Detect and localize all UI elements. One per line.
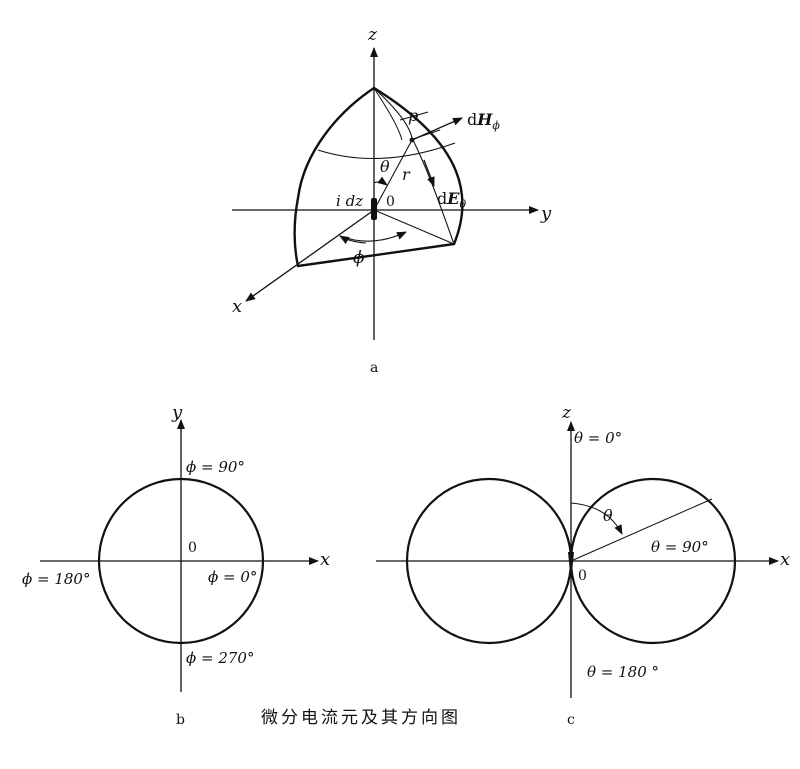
theta-label-c: θ — [603, 506, 613, 525]
theta-90-label: θ = 90° — [651, 538, 709, 556]
theta-arc-a — [373, 176, 388, 186]
p-label: p — [408, 106, 418, 125]
panel-b: y x 0 ϕ = 90° ϕ = 180° ϕ = 0° ϕ = 270° b — [22, 402, 330, 728]
dH-H: H — [476, 110, 493, 129]
pattern-circle-b — [97, 477, 265, 645]
radius-line — [373, 139, 413, 211]
phi-arc-a-start — [339, 235, 367, 245]
dH-label: dHϕ — [467, 110, 500, 132]
axis-y-label-b: y — [171, 402, 183, 423]
theta-0-label: θ = 0° — [574, 429, 622, 447]
meridian-inner — [373, 87, 403, 141]
panel-a: z y x p dHϕ θ r i dz 0 dEθ ϕ a — [232, 25, 552, 376]
phi-label-a: ϕ — [353, 248, 365, 268]
dE-label: dEθ — [437, 189, 466, 211]
phi-plane-line — [373, 209, 455, 245]
latitude-arc — [317, 142, 456, 160]
caption-a: a — [370, 360, 378, 376]
dH-d: d — [467, 110, 477, 129]
origin-label-c: 0 — [578, 568, 587, 584]
caption-b: b — [176, 712, 185, 728]
dE-arrow — [423, 159, 435, 187]
theta-180-label: θ = 180 ° — [587, 663, 659, 681]
phi-180-label: ϕ = 180° — [22, 570, 90, 588]
sphere-patch-outline — [293, 86, 464, 268]
axis-x-label-c: x — [780, 549, 790, 570]
phi-270-label: ϕ = 270° — [186, 649, 254, 667]
theta-ray-c — [570, 498, 713, 562]
dE-E: E — [446, 189, 460, 208]
phi-90-label: ϕ = 90° — [186, 458, 245, 476]
theta-arc-c — [570, 502, 623, 535]
axis-x-label-a: x — [232, 296, 242, 317]
dE-d: d — [437, 189, 447, 208]
origin-label-a: 0 — [386, 194, 395, 210]
x-axis-a — [245, 209, 375, 302]
source-label: i dz — [336, 192, 363, 210]
r-label: r — [402, 165, 411, 184]
field-point — [409, 137, 415, 143]
current-element — [371, 198, 377, 220]
dH-arrow — [411, 117, 463, 141]
dE-sub: θ — [459, 198, 466, 211]
caption-c: c — [567, 712, 575, 728]
origin-label-b: 0 — [188, 540, 197, 556]
dH-sub: ϕ — [492, 119, 500, 132]
axis-x-label-b: x — [320, 549, 330, 570]
axis-z-label-c: z — [561, 403, 572, 423]
axis-z-label-a: z — [367, 25, 378, 45]
theta-label-a: θ — [380, 157, 390, 176]
panel-c: z x θ = 0° θ θ = 90° 0 θ = 180 ° c — [376, 403, 790, 728]
phi-0-label: ϕ = 0° — [208, 568, 257, 586]
figure-title: 微分电流元及其方向图 — [261, 708, 461, 728]
origin-tip-c — [568, 552, 574, 572]
axis-y-label-a: y — [540, 203, 552, 224]
